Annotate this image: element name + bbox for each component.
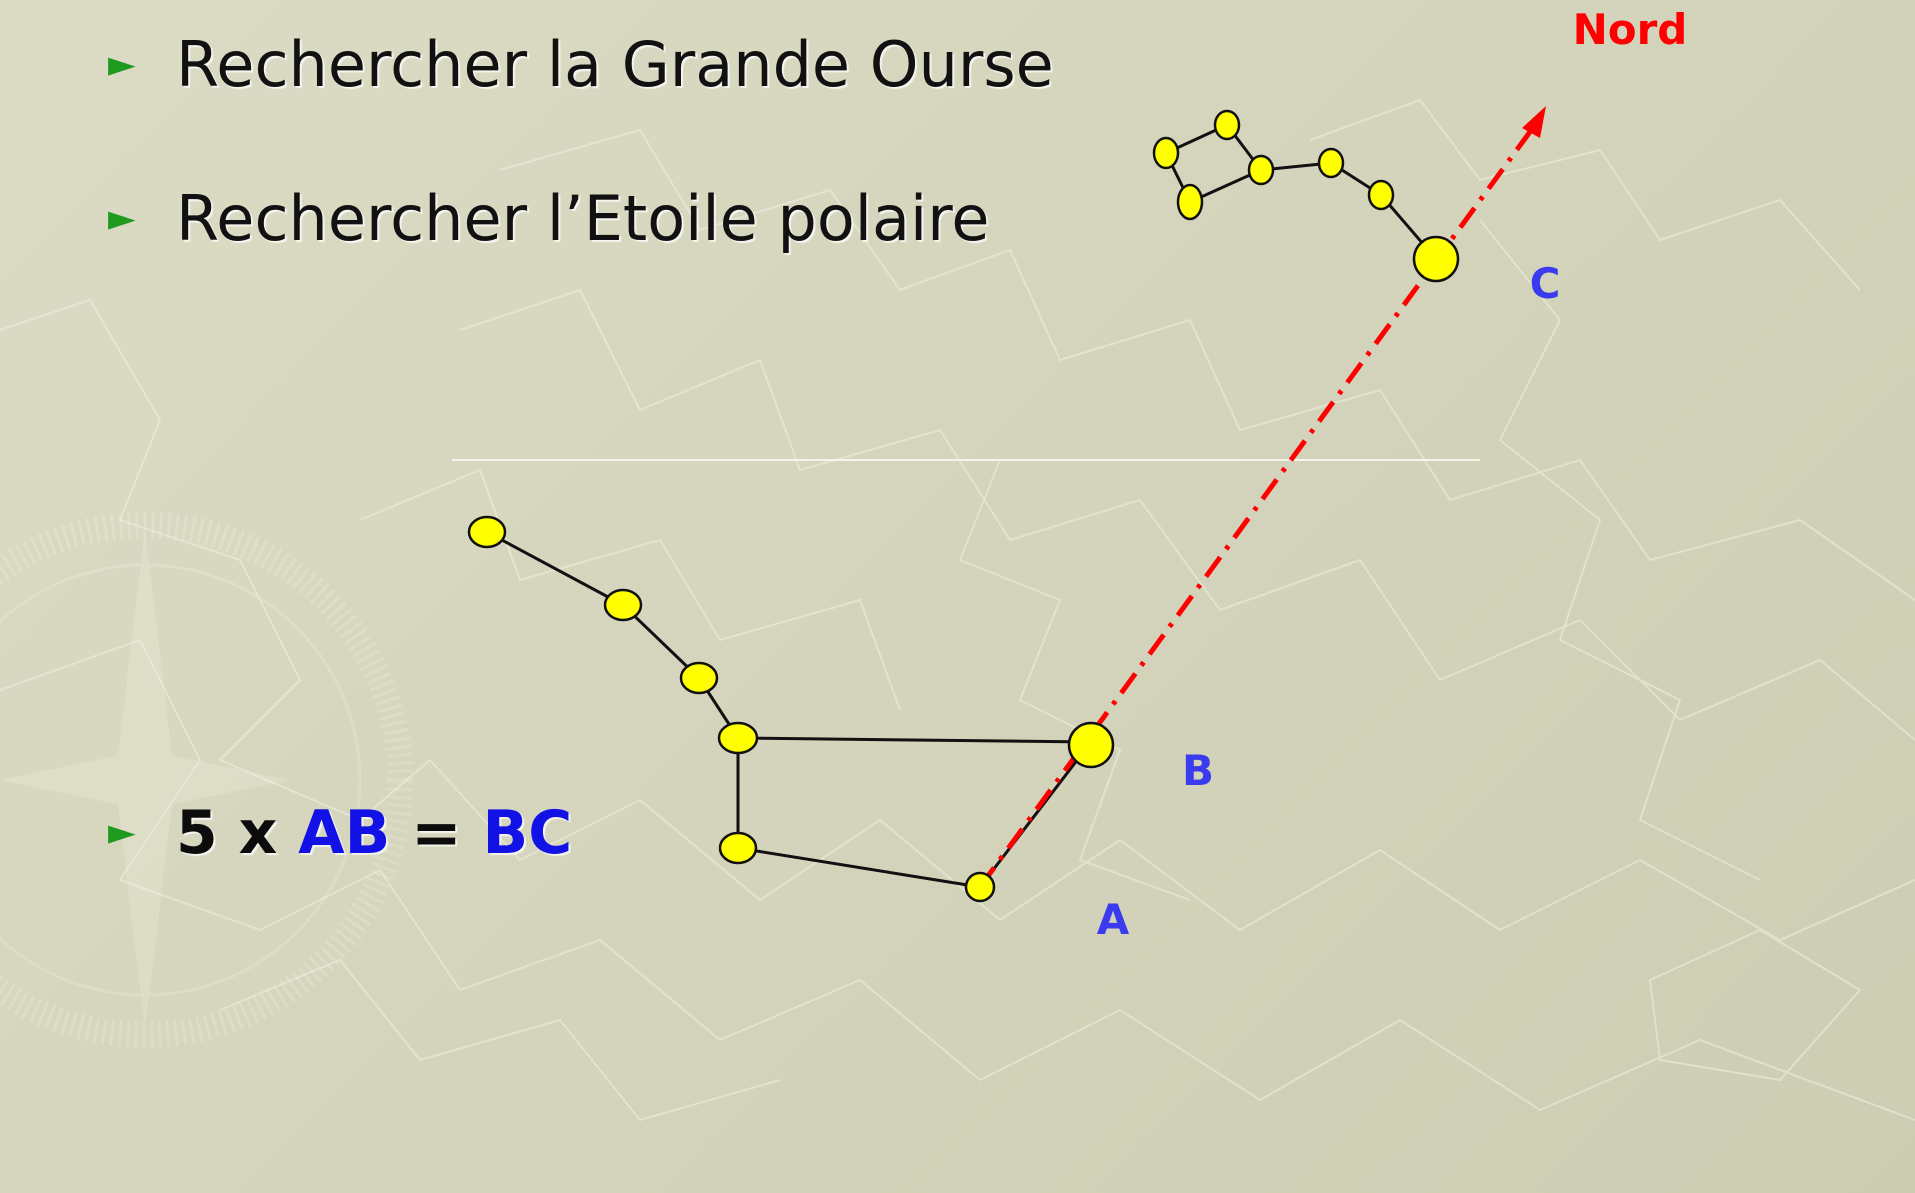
star	[718, 831, 758, 865]
star-a	[964, 871, 996, 903]
polaris-star	[1412, 235, 1460, 283]
north-arrowhead	[1522, 106, 1546, 138]
point-b-label: B	[1182, 746, 1214, 795]
pointer-line	[977, 116, 1543, 889]
formula-equals: =	[390, 798, 483, 868]
star	[467, 515, 507, 549]
bullet-text: Rechercher la Grande Ourse	[176, 28, 1054, 101]
great-bear-stars	[467, 515, 1115, 903]
bullet-arrow-icon: ►	[108, 198, 136, 239]
point-c-label: C	[1530, 259, 1561, 308]
bullet-arrow-icon: ►	[108, 812, 136, 853]
little-bear-stars	[1152, 109, 1460, 283]
star	[1213, 109, 1241, 141]
bullet-text: Rechercher l’Etoile polaire	[176, 182, 990, 255]
formula-ab: AB	[298, 798, 391, 868]
star	[1317, 147, 1345, 179]
bullet-formula: ► 5 x AB = BC	[108, 803, 572, 863]
north-label: Nord	[1573, 5, 1688, 54]
star-b	[1067, 721, 1115, 769]
little-bear-lines	[1164, 123, 1438, 260]
star	[1152, 136, 1180, 170]
formula-bc: BC	[482, 798, 573, 868]
great-bear-lines	[486, 530, 1093, 889]
topographic-lines	[0, 98, 1915, 1122]
star	[1247, 154, 1275, 186]
star	[1176, 183, 1204, 221]
compass-watermark	[0, 512, 413, 1048]
star	[603, 588, 643, 622]
star	[1367, 179, 1395, 211]
star	[679, 661, 719, 695]
point-a-label: A	[1097, 895, 1130, 944]
formula-text: 5 x AB = BC	[176, 803, 572, 863]
star	[717, 721, 759, 755]
bullet-arrow-icon: ►	[108, 44, 136, 85]
bullet-find-polaris: ► Rechercher l’Etoile polaire	[108, 188, 989, 250]
bullet-find-great-bear: ► Rechercher la Grande Ourse	[108, 34, 1054, 96]
formula-multiplier: 5 x	[176, 798, 299, 868]
